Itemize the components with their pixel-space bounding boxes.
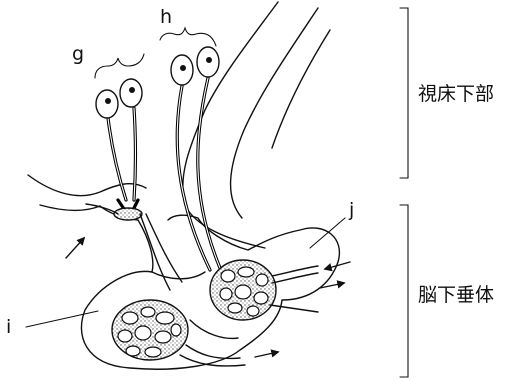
median-eminence <box>86 200 182 290</box>
neuron-group-h <box>171 47 220 270</box>
brace-g <box>95 54 144 78</box>
posterior-capillary-plexus <box>210 260 318 320</box>
label-i: i <box>6 316 11 338</box>
leader-i <box>26 311 98 327</box>
label-g: g <box>72 43 84 65</box>
label-h: h <box>160 6 172 28</box>
flow-arrows <box>66 238 350 357</box>
inflow-arrow-left <box>66 238 84 258</box>
neuron-group-g <box>96 79 142 200</box>
region-label-pituitary: 脳下垂体 <box>418 284 494 306</box>
region-label-hypothalamus: 視床下部 <box>418 83 494 105</box>
neuron-g-left-body <box>96 90 118 118</box>
neuron-g-right-body <box>120 79 142 107</box>
brace-h <box>160 28 216 46</box>
outflow-arrow-lower <box>255 352 278 357</box>
leader-j <box>310 218 345 248</box>
label-j: j <box>348 199 354 221</box>
bracket-hypothalamus <box>400 8 408 178</box>
bracket-pituitary <box>400 205 408 377</box>
